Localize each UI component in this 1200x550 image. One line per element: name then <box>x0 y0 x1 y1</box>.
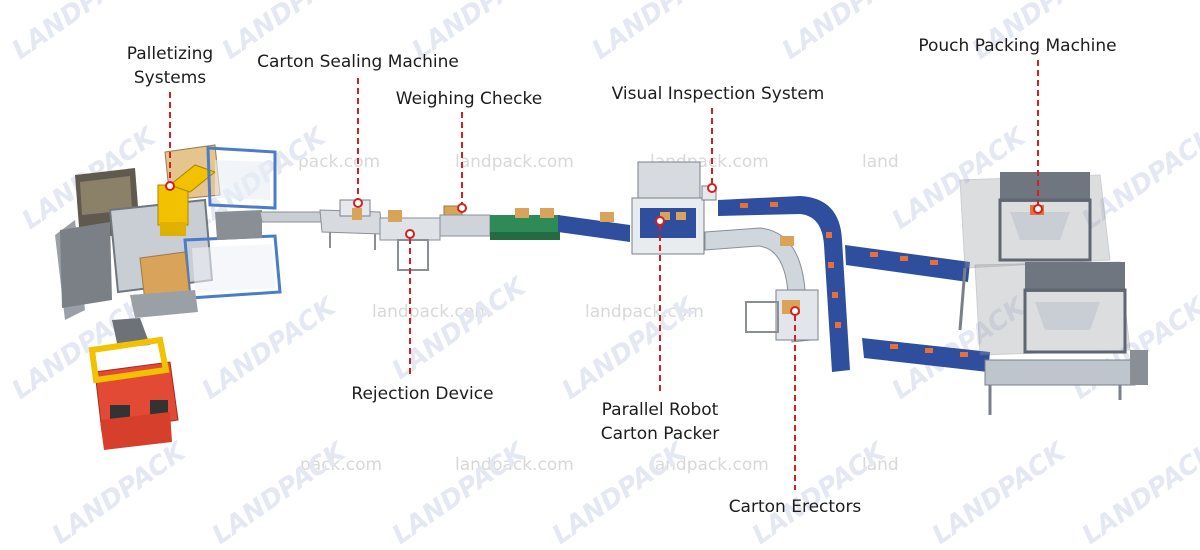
label-palletizing-line2: Systems <box>133 68 207 88</box>
watermark-url: landpack.com <box>372 302 491 322</box>
leader-dots <box>165 181 1043 316</box>
palletizing-system <box>55 144 282 320</box>
label-parallel-robot-line1: Parallel Robot <box>601 400 719 420</box>
watermark-url: landpack.com <box>650 455 769 475</box>
leader-lines <box>169 60 1039 490</box>
pouch-packing-machines <box>958 172 1148 415</box>
curved-carton-conveyor <box>704 227 811 343</box>
svg-text:LANDPACK: LANDPACK <box>47 436 193 550</box>
label-visual-inspection-system: Visual Inspection System <box>611 84 825 104</box>
label-palletizing-line1: Palletizing <box>126 44 214 64</box>
watermark-url: pack.com <box>298 152 381 172</box>
weighing-checker <box>379 205 491 271</box>
svg-text:LANDPACK: LANDPACK <box>927 436 1073 550</box>
svg-text:LANDPACK: LANDPACK <box>557 291 703 406</box>
label-parallel-robot-line2: Carton Packer <box>600 424 720 444</box>
forklift <box>88 318 179 450</box>
svg-text:LANDPACK: LANDPACK <box>197 291 343 406</box>
robot-arm <box>157 164 217 236</box>
watermark-url: landpack.com <box>455 455 574 475</box>
label-rejection-device: Rejection Device <box>351 384 494 404</box>
svg-text:LANDPACK: LANDPACK <box>387 436 533 550</box>
svg-text:LANDPACK: LANDPACK <box>1077 436 1200 550</box>
label-carton-sealing-machine: Carton Sealing Machine <box>257 52 459 72</box>
watermark-url: pack.com <box>300 455 383 475</box>
svg-text:LANDPACK: LANDPACK <box>207 436 353 550</box>
label-pouch-packing-machine: Pouch Packing Machine <box>918 36 1117 56</box>
svg-text:LANDPACK: LANDPACK <box>777 0 923 66</box>
watermark-url: landpack.com <box>455 152 574 172</box>
svg-text:LANDPACK: LANDPACK <box>587 0 733 66</box>
watermark-url: land <box>862 455 899 475</box>
label-parallel-robot-carton-packer: Parallel Robot Carton Packer <box>590 398 730 446</box>
green-conveyor <box>490 208 560 240</box>
visual-inspection-system <box>631 161 717 255</box>
label-weighing-checker: Weighing Checke <box>395 89 543 109</box>
watermark-url: land <box>862 152 899 172</box>
watermark-url: landpack.com <box>585 302 704 322</box>
svg-text:LANDPACK: LANDPACK <box>387 271 533 386</box>
blue-conveyor-incline <box>558 212 630 242</box>
svg-text:LANDPACK: LANDPACK <box>547 436 693 550</box>
blue-conveyor-main <box>718 196 990 372</box>
svg-text:LANDPACK: LANDPACK <box>747 436 893 550</box>
carton-erector-machine <box>745 289 819 341</box>
label-palletizing-systems: Palletizing Systems <box>105 42 235 90</box>
label-carton-erectors: Carton Erectors <box>728 497 862 517</box>
